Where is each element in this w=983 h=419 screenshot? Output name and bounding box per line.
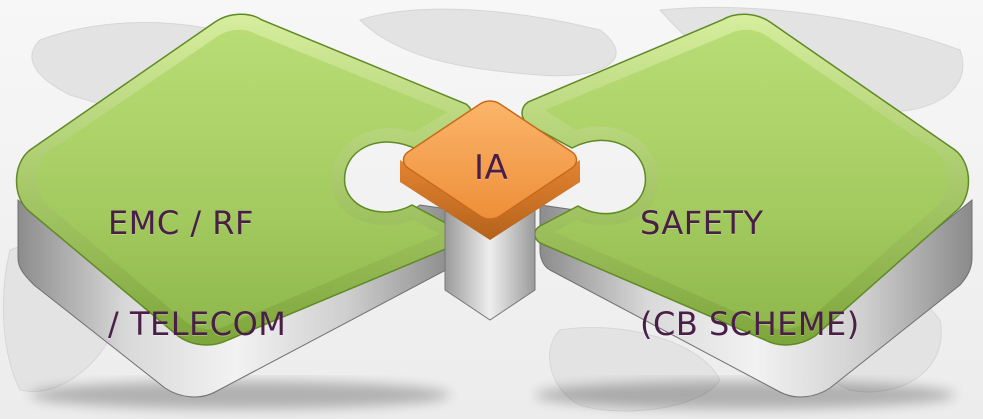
left-block-top-inner bbox=[37, 29, 448, 330]
center-orange-top bbox=[402, 100, 578, 220]
left-block-label-line1: EMC / RF bbox=[108, 204, 254, 243]
center-orange-side bbox=[400, 160, 580, 240]
right-block-label-line1: SAFETY bbox=[640, 204, 764, 243]
center-block bbox=[400, 100, 580, 321]
right-block bbox=[521, 13, 973, 398]
right-block-label-line2: (CB SCHEME) bbox=[640, 304, 860, 343]
right-block-label: SAFETY (CB SCHEME) bbox=[640, 140, 860, 409]
left-block bbox=[15, 13, 473, 398]
left-block-label-line2: / TELECOM bbox=[108, 304, 287, 343]
left-block-label: EMC / RF / TELECOM bbox=[108, 140, 286, 409]
center-block-label: IA bbox=[474, 148, 509, 188]
right-block-top-inner bbox=[545, 29, 948, 330]
